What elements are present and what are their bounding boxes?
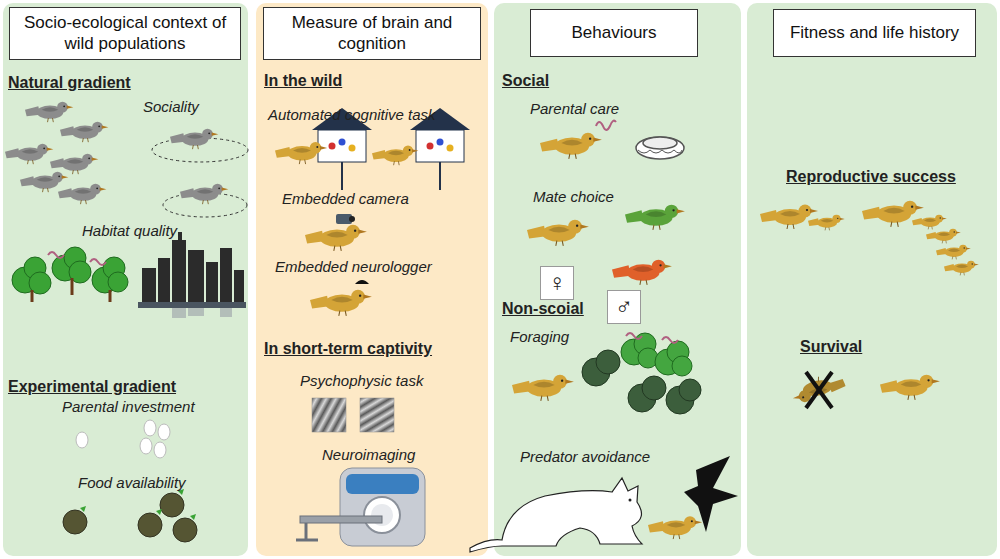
item-label: Foraging (510, 328, 569, 345)
header-text: Fitness and life history (790, 23, 959, 43)
section-label: Non-scoial (502, 300, 584, 318)
panel-header: Behaviours (530, 9, 698, 57)
item-label: Habitat quality (82, 222, 177, 239)
item-label: Mate choice (533, 188, 614, 205)
header-text: Measure of brain and cognition (272, 13, 472, 54)
sex-symbol: ♀ (540, 266, 574, 300)
panel-header: Measure of brain and cognition (263, 7, 481, 60)
behaviour-panel: SocialParental careMate choice ♀ ♂ Non-scoi… (494, 3, 741, 556)
header-text: Socio-ecological context of wild populat… (18, 13, 232, 54)
item-label: Food availability (78, 474, 186, 491)
section-label: Reproductive success (786, 168, 956, 186)
section-label: Survival (800, 338, 862, 356)
context-panel: Natural gradientSocialityHabitat quality… (3, 3, 248, 556)
item-label: Automated cognitive task (268, 106, 436, 123)
item-label: Psychophysic task (300, 372, 423, 389)
section-label: In short-term captivity (264, 340, 432, 358)
item-label: Sociality (143, 98, 199, 115)
header-text: Behaviours (571, 23, 656, 43)
fitness-panel: Reproductive successSurvival Fitness and … (747, 3, 997, 556)
section-label: Experimental gradient (8, 378, 176, 396)
section-label: Natural gradient (8, 74, 131, 92)
section-label: In the wild (264, 72, 342, 90)
item-label: Neuroimaging (322, 446, 415, 463)
item-label: Parental investment (62, 398, 195, 415)
item-label: Parental care (530, 100, 619, 117)
item-label: Embedded neurologger (275, 258, 432, 275)
panel-header: Socio-ecological context of wild populat… (9, 7, 241, 60)
panel-header: Fitness and life history (773, 9, 976, 57)
sex-symbol: ♂ (607, 290, 641, 324)
measure-panel: In the wildAutomated cognitive taskEmbed… (256, 3, 488, 556)
item-label: Embedded camera (282, 190, 409, 207)
item-label: Predator avoidance (520, 448, 650, 465)
section-label: Social (502, 72, 549, 90)
